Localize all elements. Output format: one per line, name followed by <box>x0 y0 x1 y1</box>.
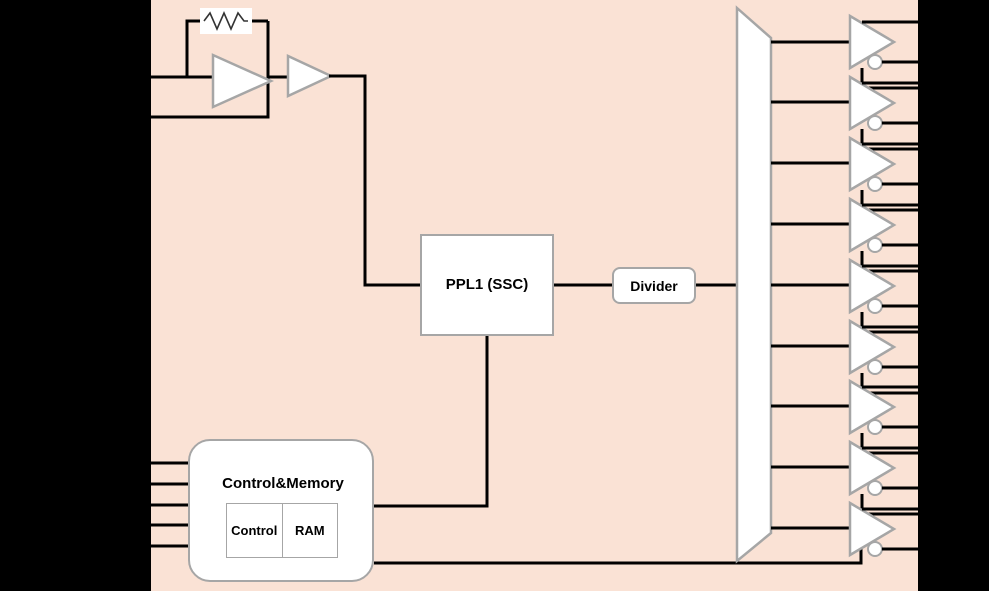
osc-buffer-icon <box>286 54 334 98</box>
output-6-inverting-bubble-icon <box>867 359 883 375</box>
output-5-comp-stub <box>860 312 918 334</box>
output-1-inverting-bubble-icon <box>867 54 883 70</box>
ram-cell[interactable]: RAM <box>282 503 338 558</box>
output-buffer-bank <box>771 13 918 558</box>
divider-block[interactable]: Divider <box>612 267 696 304</box>
output-1-comp-stub <box>860 68 918 90</box>
divider-block-label: Divider <box>630 277 678 294</box>
control-memory-cells: Control RAM <box>226 503 338 558</box>
output-5-inverting-bubble-icon <box>867 298 883 314</box>
pll-block-label: PPL1 (SSC) <box>445 276 529 294</box>
output-7-inverting-bubble-icon <box>867 419 883 435</box>
output-9-inverting-bubble-icon <box>867 541 883 557</box>
control-cell[interactable]: Control <box>226 503 283 558</box>
control-enable-bus-wire <box>374 524 863 565</box>
output-8-inverting-bubble-icon <box>867 480 883 496</box>
pll-to-control-wire <box>374 336 489 508</box>
output-3-comp-stub <box>860 190 918 212</box>
output-2-comp-stub <box>860 129 918 151</box>
output-2-inverting-bubble-icon <box>867 115 883 131</box>
output-6-comp-stub <box>860 373 918 395</box>
output-8-comp-stub <box>860 494 918 516</box>
control-memory-title: Control&Memory <box>222 475 344 492</box>
oscillator-to-pll-wire <box>329 74 420 287</box>
xout-input-wire <box>151 21 270 119</box>
output-4-inverting-bubble-icon <box>867 237 883 253</box>
control-input-bus <box>151 461 196 548</box>
output-7-comp-stub <box>860 433 918 455</box>
output-3-inverting-bubble-icon <box>867 176 883 192</box>
pll-block[interactable]: PPL1 (SSC) <box>420 234 554 336</box>
feedback-resistor-icon <box>200 8 252 34</box>
output-4-comp-stub <box>860 251 918 273</box>
fanout-buffer-shape <box>735 5 773 564</box>
osc-inverting-amplifier-icon <box>211 53 275 109</box>
control-memory-block[interactable]: Control&Memory Control RAM <box>188 439 374 582</box>
